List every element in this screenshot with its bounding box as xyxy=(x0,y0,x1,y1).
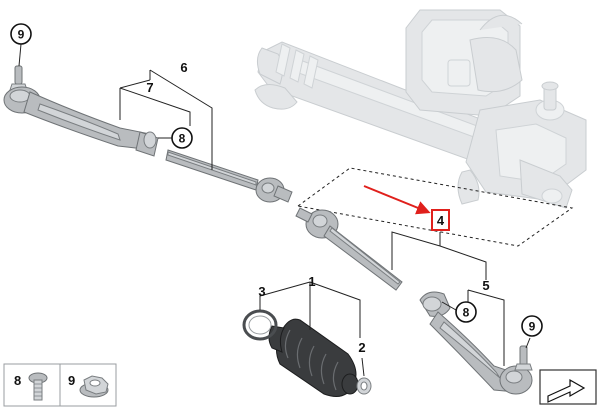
callout-4-highlight: 4 xyxy=(431,209,450,231)
page-forward-icon[interactable] xyxy=(539,369,597,405)
callout-7: 7 xyxy=(146,80,153,95)
callout-2: 2 xyxy=(358,340,365,355)
clamp-ring xyxy=(242,309,278,341)
callout-8-top-label: 8 xyxy=(179,132,186,146)
bolt-icon xyxy=(28,372,48,401)
callout-1: 1 xyxy=(308,274,315,289)
steering-gear-ghost xyxy=(254,9,587,209)
callout-5: 5 xyxy=(482,278,489,293)
legend-9-label: 9 xyxy=(68,373,75,388)
callout-9-top-label: 9 xyxy=(18,28,25,42)
leader-lines xyxy=(18,43,531,377)
bellows-boot xyxy=(268,318,359,397)
callout-8-right: 8 xyxy=(455,301,477,323)
highlight-arrow xyxy=(363,185,431,215)
callout-3: 3 xyxy=(258,284,265,299)
callout-9-right: 9 xyxy=(521,315,543,337)
tie-rod-left xyxy=(165,149,293,203)
nut-icon xyxy=(79,375,109,398)
small-clamp xyxy=(356,377,372,395)
callout-6: 6 xyxy=(180,60,187,75)
tie-rod-end-right xyxy=(419,291,533,395)
callout-4: 4 xyxy=(437,213,445,228)
legend-8-label: 8 xyxy=(14,373,21,388)
hardware-legend: 8 9 xyxy=(3,363,117,407)
part-4-dashed-bracket xyxy=(296,167,574,247)
callout-8-top: 8 xyxy=(171,127,193,149)
tie-rod-end-left xyxy=(3,65,159,157)
tie-rod-right xyxy=(295,207,403,291)
callout-9-right-label: 9 xyxy=(529,320,536,334)
callout-8-right-label: 8 xyxy=(463,306,470,320)
callout-9-top: 9 xyxy=(10,23,32,45)
